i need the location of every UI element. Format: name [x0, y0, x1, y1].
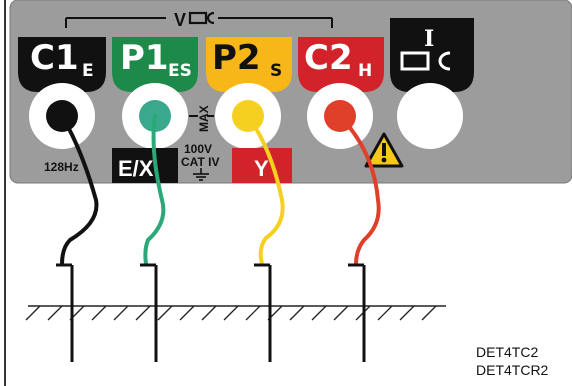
- rating-voltage: 100V: [184, 142, 212, 156]
- hatch-stroke: [377, 305, 393, 321]
- socket-label-y: Y: [254, 156, 269, 181]
- socket-label-ex-block: E/X: [112, 148, 178, 183]
- terminal-c2-main: C2: [304, 38, 353, 78]
- hatch-stroke: [135, 305, 151, 321]
- hatch-stroke: [91, 305, 107, 321]
- terminal-c1-main: C1: [30, 38, 79, 78]
- terminal-p2-main: P2: [212, 38, 261, 78]
- terminal-c2-sub: H: [358, 61, 372, 81]
- hatch-stroke: [223, 305, 239, 321]
- hatch-stroke: [157, 305, 173, 321]
- current-meter-symbol-icon: [400, 51, 451, 71]
- rating-category: CAT IV: [181, 155, 219, 169]
- earth-spike-c2: [348, 263, 366, 362]
- earth-ground-icon: [193, 168, 209, 181]
- socket-current[interactable]: [397, 83, 463, 149]
- hatch-stroke: [47, 305, 63, 321]
- terminal-p1-main: P1: [120, 38, 169, 78]
- warning-triangle-icon: [364, 132, 404, 168]
- hatch-stroke: [25, 305, 41, 321]
- voltage-label: V: [174, 10, 186, 30]
- voltage-bracket: [65, 17, 333, 28]
- voltage-meter-symbol-icon: [188, 11, 215, 25]
- hatch-stroke: [245, 305, 261, 321]
- frequency-label: 128Hz: [44, 160, 79, 174]
- hatch-stroke: [179, 305, 195, 321]
- current-label: I: [424, 26, 434, 52]
- lead-p1-green: [143, 114, 166, 266]
- model-number-2: DET4TCR2: [476, 362, 549, 378]
- hatch-stroke: [201, 305, 217, 321]
- earth-spike-c1: [56, 263, 74, 362]
- ground-hatching: [25, 305, 437, 321]
- hatch-stroke: [399, 305, 415, 321]
- hatch-stroke: [289, 305, 305, 321]
- terminal-p2-block: P2 S: [206, 37, 292, 92]
- hatch-stroke: [113, 305, 129, 321]
- max-label: MAX: [197, 105, 211, 132]
- lead-c2-red: [338, 114, 381, 266]
- socket-label-y-block: Y: [232, 148, 292, 183]
- hatch-stroke: [311, 305, 327, 321]
- earth-spike-p2: [254, 263, 272, 362]
- socket-label-ex: E/X: [118, 156, 154, 181]
- terminal-p2-sub: S: [270, 61, 282, 81]
- lead-c1-black: [60, 114, 99, 266]
- model-number-1: DET4TC2: [476, 344, 539, 360]
- current-terminal-block: I: [390, 18, 474, 92]
- terminal-c1-block: C1 E: [18, 37, 106, 92]
- terminal-c2-block: C2 H: [298, 37, 384, 92]
- lead-p2-yellow: [246, 114, 285, 266]
- terminal-p1-block: P1 ES: [112, 37, 198, 92]
- earth-spike-p1: [140, 263, 158, 362]
- hatch-stroke: [333, 305, 349, 321]
- hatch-stroke: [421, 305, 437, 321]
- terminal-p1-sub: ES: [168, 61, 192, 81]
- terminal-c1-sub: E: [82, 61, 94, 81]
